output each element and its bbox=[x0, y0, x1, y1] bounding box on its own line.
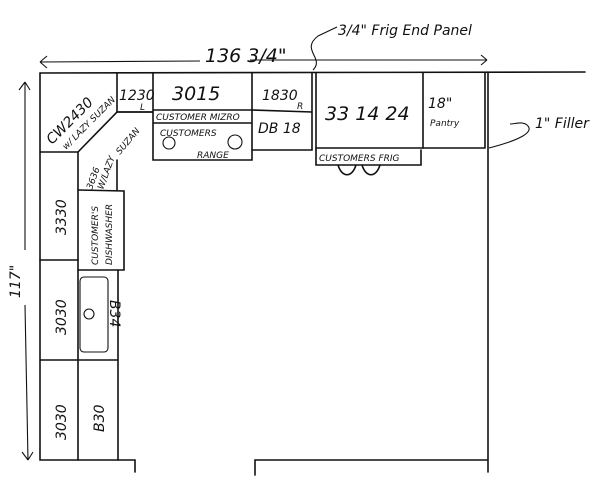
cabinet-3330: 3330 bbox=[39, 199, 79, 261]
svg-text:CUSTOMERS FRIG: CUSTOMERS FRIG bbox=[319, 154, 400, 164]
svg-text:33 14 24: 33 14 24 bbox=[325, 103, 410, 125]
cabinet-331424: 33 14 24 bbox=[315, 72, 424, 149]
customers-dishwasher: CUSTOMER'S DISHWASHER bbox=[77, 189, 125, 271]
height-label: 117" bbox=[8, 265, 24, 298]
svg-text:3330: 3330 bbox=[54, 199, 70, 235]
customers-frig: CUSTOMERS FRIG bbox=[315, 149, 422, 176]
svg-text:CUSTOMERS: CUSTOMERS bbox=[160, 129, 217, 139]
height-dimension: 117" bbox=[8, 81, 34, 461]
svg-text:3/4" Frig End Panel: 3/4" Frig End Panel bbox=[338, 23, 472, 39]
width-label: 136 3/4" bbox=[205, 45, 287, 67]
svg-text:3015: 3015 bbox=[172, 83, 220, 105]
cabinet-3030-sink: 3030 B34 bbox=[39, 269, 122, 461]
filler-note: 1" Filler bbox=[488, 116, 590, 149]
svg-text:RANGE: RANGE bbox=[197, 151, 229, 161]
svg-text:1830: 1830 bbox=[262, 88, 298, 104]
burner-icon bbox=[162, 136, 176, 150]
svg-text:DISHWASHER: DISHWASHER bbox=[105, 204, 115, 265]
cabinet-3015: 3015 CUSTOMER MIZRO CUSTOMERS RANGE bbox=[152, 72, 253, 161]
left-wall bbox=[39, 72, 136, 473]
drain-icon bbox=[83, 308, 95, 320]
svg-text:3030: 3030 bbox=[54, 404, 70, 440]
width-dimension: 136 3/4" bbox=[39, 45, 488, 69]
svg-text:DB 18: DB 18 bbox=[258, 121, 301, 137]
svg-text:L: L bbox=[140, 103, 145, 113]
frig-end-panel bbox=[311, 72, 317, 151]
svg-text:Pantry: Pantry bbox=[430, 119, 460, 129]
svg-text:R: R bbox=[297, 102, 303, 112]
bottom-wall bbox=[254, 459, 488, 476]
svg-text:CUSTOMER'S: CUSTOMER'S bbox=[91, 206, 101, 265]
svg-text:3030: 3030 bbox=[54, 299, 70, 335]
cabinet-3030-bottom: 3030 B30 bbox=[54, 404, 108, 440]
sink-icon bbox=[79, 276, 109, 353]
svg-text:1230: 1230 bbox=[119, 88, 155, 104]
svg-text:B34: B34 bbox=[106, 300, 122, 327]
svg-text:B30: B30 bbox=[92, 404, 108, 432]
end-panel-note: 3/4" Frig End Panel bbox=[310, 23, 472, 71]
svg-text:SUZAN: SUZAN bbox=[115, 126, 143, 157]
cabinet-1830: 1830 R DB 18 bbox=[251, 88, 313, 151]
cabinet-pantry: 18" Pantry bbox=[422, 72, 486, 149]
svg-text:CUSTOMER MIZRO: CUSTOMER MIZRO bbox=[156, 113, 240, 123]
cabinet-1230: 1230 L bbox=[116, 88, 155, 113]
cabinet-3636-lazy-suzan: 3636 W/LAZY SUZAN bbox=[77, 111, 154, 461]
svg-text:18": 18" bbox=[428, 96, 452, 112]
cabinet-cw2430: CW2430 w/ LAZY SUZAN bbox=[39, 72, 118, 153]
burner-icon bbox=[227, 134, 243, 150]
svg-text:1" Filler: 1" Filler bbox=[535, 116, 590, 132]
